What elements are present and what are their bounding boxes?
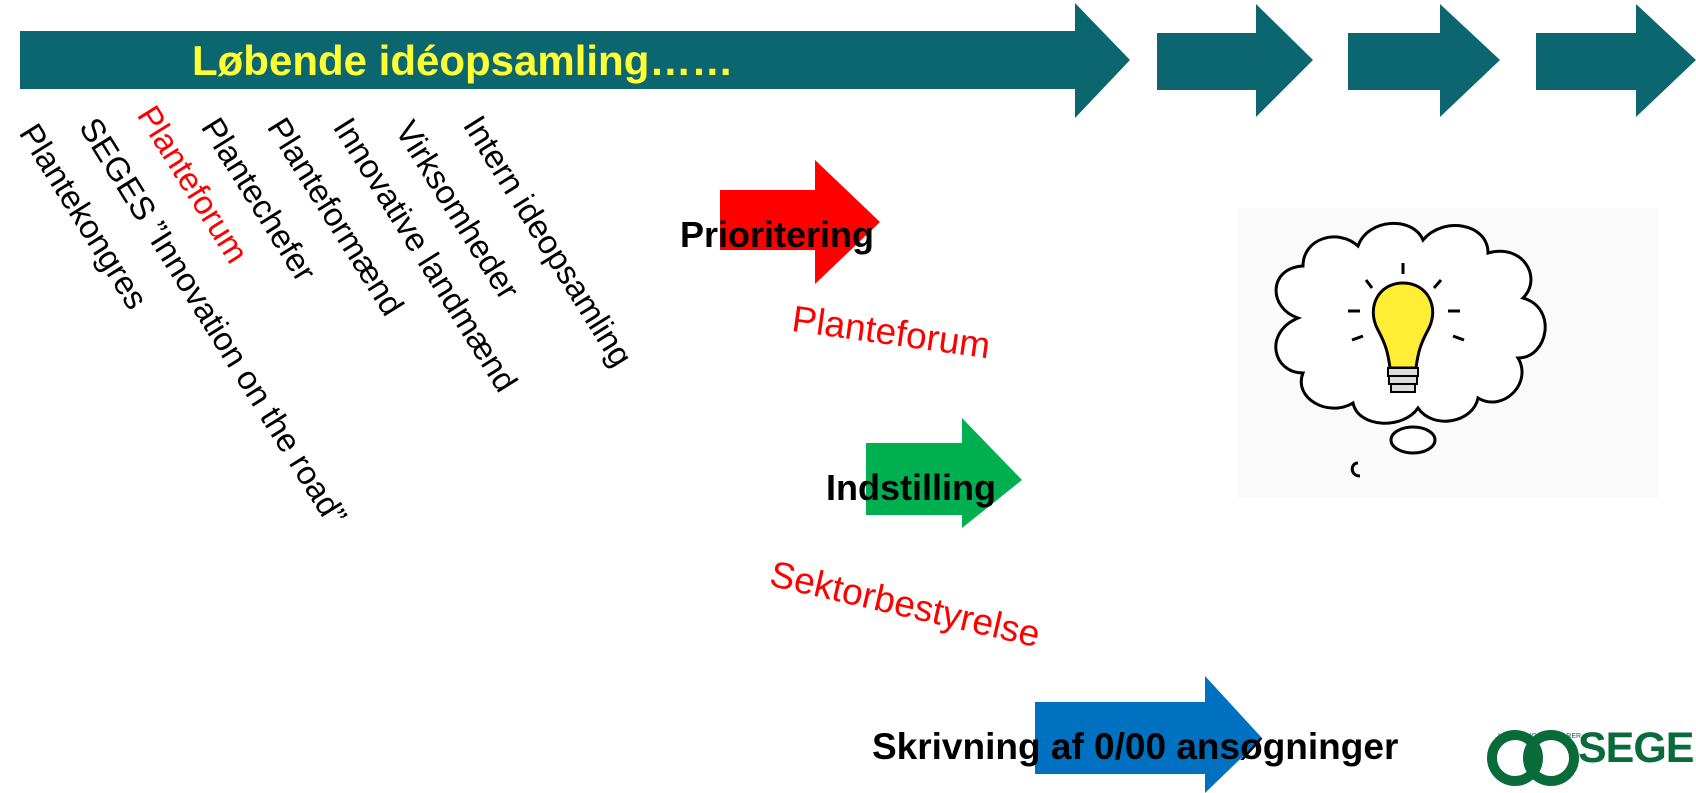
process-banner xyxy=(20,3,1696,118)
indstilling-arrow xyxy=(866,418,1022,528)
seges-logo-icon: LANDBRUG FØDEVARER xyxy=(1487,730,1581,786)
stage-skrivning: Skrivning af 0/00 ansøgninger xyxy=(872,726,1399,767)
banner-chevron-2 xyxy=(1348,4,1500,117)
logo-ring-text-1: LANDBRUG xyxy=(1498,733,1537,740)
banner-chevron-3 xyxy=(1536,4,1696,117)
stage-prioritering: Prioritering xyxy=(680,214,875,255)
stage-indstilling: Indstilling xyxy=(826,467,996,508)
skrivning-arrow xyxy=(1035,676,1262,793)
banner-title: Løbende idéopsamling…… xyxy=(192,37,734,84)
lightbulb-thought-icon xyxy=(1238,208,1658,498)
banner-chevron-1 xyxy=(1157,4,1313,117)
prioritering-arrow xyxy=(720,160,880,284)
logo-ring-text-2: FØDEVARER xyxy=(1538,733,1581,740)
banner-long-arrow xyxy=(20,3,1130,118)
logo-text: SEGE xyxy=(1578,724,1694,772)
